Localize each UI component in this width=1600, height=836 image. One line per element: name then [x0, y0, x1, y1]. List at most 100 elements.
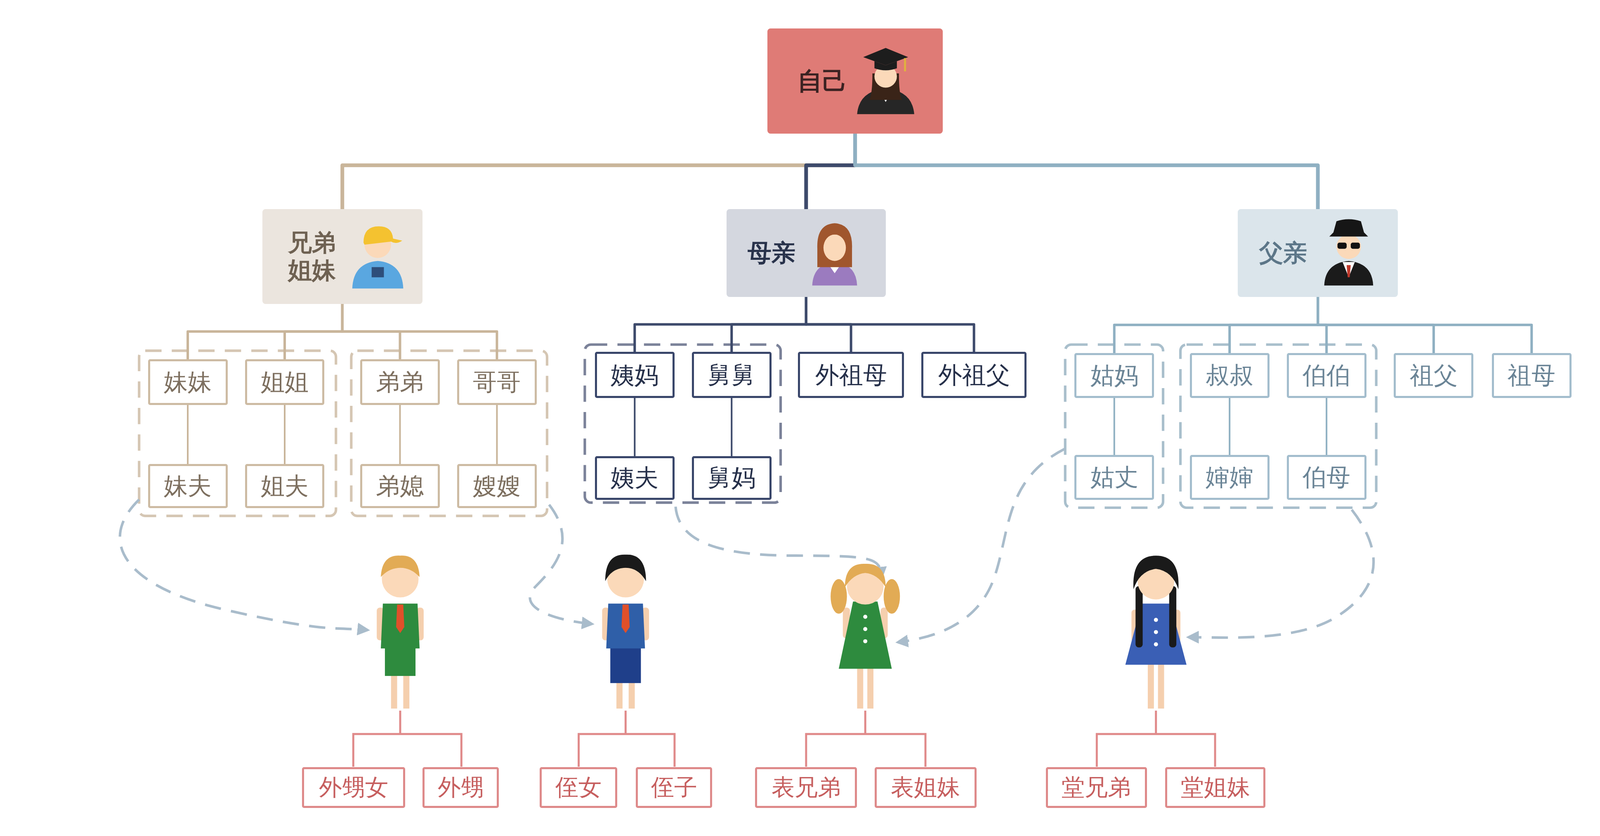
tree-connector	[855, 133, 1319, 210]
girl-figure	[830, 564, 900, 709]
node-text: 姨妈	[610, 361, 659, 390]
graduate-icon	[856, 47, 914, 115]
node-text: 兄弟 姐妹	[285, 228, 339, 284]
relative-box: 弟弟	[360, 359, 440, 406]
node-text: 侄子	[651, 774, 698, 801]
self-box: 自己	[767, 28, 943, 134]
tree-connector	[806, 297, 975, 353]
sibling-box: 兄弟 姐妹	[262, 209, 423, 305]
relative-box: 姐夫	[245, 464, 325, 508]
tree-connector	[1317, 297, 1434, 354]
node-text: 姨夫	[610, 464, 659, 492]
dashed-arrow	[897, 448, 1065, 643]
dashed-arrow	[120, 499, 368, 631]
node-text: 自己	[797, 66, 848, 96]
node-text: 表兄弟	[771, 774, 841, 801]
tree-line	[353, 710, 1216, 767]
relative-box: 弟媳	[360, 464, 440, 508]
relative-box: 叔叔	[1189, 353, 1270, 399]
node-text: 表姐妹	[890, 774, 961, 801]
relation-label: 堂姐妹	[1165, 767, 1265, 809]
node-text: 堂兄弟	[1061, 774, 1131, 801]
relative-box: 舅舅	[691, 351, 772, 398]
node-text: 姑妈	[1090, 361, 1139, 390]
relative-box: 姨妈	[594, 351, 675, 398]
tree-connector	[1317, 297, 1327, 354]
relative-box: 祖父	[1393, 353, 1474, 399]
node-text: 外祖母	[815, 361, 888, 390]
relation-label: 外甥女	[302, 767, 406, 809]
tree-line	[578, 710, 675, 767]
node-text: 弟弟	[375, 368, 424, 397]
tree-connector	[495, 405, 498, 465]
node-text: 祖母	[1507, 361, 1556, 390]
mother-icon	[812, 223, 858, 286]
group-outline	[139, 344, 1376, 517]
node-text: 哥哥	[472, 368, 521, 397]
relation-label: 表兄弟	[755, 767, 857, 809]
node-text: 父亲	[1259, 239, 1308, 267]
tree-connector	[730, 398, 733, 457]
relative-box: 妹妹	[148, 359, 228, 406]
tree-connector	[342, 133, 856, 210]
node-text: 舅妈	[707, 464, 756, 492]
node-text: 伯伯	[1302, 361, 1351, 390]
node-text: 姑丈	[1090, 463, 1139, 492]
girl-figure	[1125, 555, 1187, 709]
dashed-arrow	[529, 505, 592, 625]
tree-connector	[1317, 297, 1532, 354]
tree-connector	[731, 297, 807, 353]
tree-line	[353, 710, 462, 767]
relative-box: 舅妈	[691, 456, 772, 501]
relative-box: 伯母	[1286, 455, 1367, 501]
tree-connector	[1113, 398, 1116, 456]
relative-box: 婶婶	[1189, 455, 1270, 501]
node-text: 舅舅	[707, 361, 756, 390]
relative-box: 哥哥	[457, 359, 537, 406]
tree-connector	[342, 304, 401, 360]
relative-box: 姨夫	[594, 456, 675, 501]
node-text: 妹妹	[163, 368, 212, 397]
group-outline	[351, 350, 548, 516]
relation-label: 侄子	[635, 767, 713, 809]
tree-connector	[284, 304, 343, 360]
node-text: 姐姐	[260, 368, 309, 397]
boy-figure	[376, 555, 424, 709]
node-text: 姐夫	[260, 472, 309, 501]
relation-label: 外甥	[422, 767, 499, 809]
node-text: 外甥	[437, 774, 484, 801]
relative-box: 外祖父	[921, 351, 1027, 398]
tree-connector	[398, 405, 401, 465]
dashed-arrow	[120, 448, 1374, 643]
dashed-arrow	[1188, 509, 1374, 638]
group-outline	[1065, 344, 1164, 509]
relative-box: 姐姐	[245, 359, 325, 406]
group-outline	[584, 344, 781, 503]
tree-connector	[1228, 398, 1231, 456]
group-outline	[1180, 344, 1377, 509]
tree-connector	[1229, 297, 1318, 354]
tree-connector	[1325, 398, 1328, 456]
node-text: 嫂嫂	[472, 472, 521, 501]
node-text: 外祖父	[938, 361, 1011, 390]
node-text: 侄女	[555, 774, 602, 801]
relative-box: 祖母	[1491, 353, 1572, 399]
node-text: 堂姐妹	[1180, 774, 1251, 801]
node-text: 妹夫	[163, 472, 212, 501]
tree-line	[806, 710, 926, 767]
relation-label: 堂兄弟	[1045, 767, 1147, 809]
relation-label: 侄女	[539, 767, 618, 809]
relative-box: 嫂嫂	[457, 464, 537, 508]
relative-box: 伯伯	[1286, 353, 1367, 399]
node-text: 弟媳	[375, 472, 424, 501]
tree-connector	[186, 405, 189, 465]
tree-line	[1096, 710, 1216, 767]
boy-icon	[352, 226, 404, 289]
node-text: 祖父	[1409, 361, 1458, 390]
tree-connector	[283, 405, 286, 465]
tree-connector	[1114, 297, 1318, 354]
father-box: 父亲	[1237, 209, 1398, 298]
relative-box: 姑妈	[1074, 353, 1154, 399]
node-text: 母亲	[747, 239, 796, 267]
relative-box: 妹夫	[148, 464, 228, 508]
